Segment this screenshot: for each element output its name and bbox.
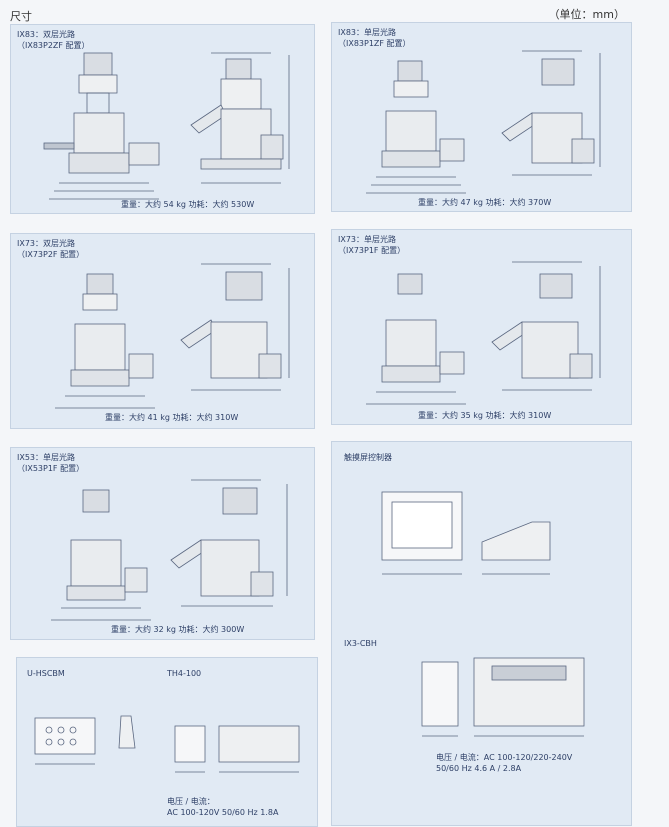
cbh-power-spec: 电压 / 电流：AC 100-120/220-240V 50/60 Hz 4.6…	[436, 753, 573, 773]
front-view-drawing	[356, 266, 476, 416]
panel-title: IX73：单层光路 （IX73P1F 配置）	[338, 235, 406, 255]
side-view-drawing	[492, 43, 612, 193]
side-view-drawing	[181, 45, 301, 195]
hscbm-drawing	[31, 708, 151, 788]
front-view-drawing	[41, 484, 161, 634]
panel-title: 触摸屏控制器	[344, 453, 392, 462]
spec-text: 重量：大约 41 kg 功耗：大约 310W	[105, 413, 239, 422]
side-view-drawing	[171, 258, 301, 408]
panel-hscbm-th4: U-HSCBM TH4-100 电压 / 电流： AC 100-120V 50/…	[16, 657, 318, 827]
cbh-title: IX3-CBH	[344, 639, 377, 648]
front-view-drawing	[39, 45, 179, 205]
panel-title: IX53：单层光路 （IX53P1F 配置）	[17, 453, 85, 473]
side-view-drawing	[482, 256, 612, 406]
page-title: 尺寸	[10, 10, 32, 23]
spec-text: 重量：大约 47 kg 功耗：大约 370W	[418, 198, 552, 207]
th4-title: TH4-100	[167, 669, 202, 678]
touch-panel-drawing	[372, 482, 572, 582]
unit-label: （单位：mm）	[548, 8, 625, 21]
spec-text: 重量：大约 35 kg 功耗：大约 310W	[418, 411, 552, 420]
spec-text: 重量：大约 54 kg 功耗：大约 530W	[121, 200, 255, 209]
front-view-drawing	[356, 53, 476, 203]
panel-ix73-2f: IX73：双层光路 （IX73P2F 配置） 重量：大约 41 kg 功耗：大约…	[10, 233, 315, 429]
panel-ix73-1f: IX73：单层光路 （IX73P1F 配置） 重量：大约 35 kg 功耗：大约…	[331, 229, 632, 425]
hscbm-title: U-HSCBM	[27, 669, 65, 678]
th4-drawing	[167, 718, 317, 788]
spec-text: 重量：大约 32 kg 功耗：大约 300W	[111, 625, 245, 634]
panel-ix83-2f: IX83：双层光路 （IX83P2ZF 配置） 重量：大约 54	[10, 24, 315, 214]
cbh-drawing	[402, 652, 602, 742]
side-view-drawing	[161, 474, 301, 624]
panel-title: IX73：双层光路 （IX73P2F 配置）	[17, 239, 85, 259]
panel-ix83-1f: IX83：单层光路 （IX83P1ZF 配置） 重量：大约 47 kg 功耗：大…	[331, 22, 632, 212]
panel-title: IX83：双层光路 （IX83P2ZF 配置）	[17, 30, 90, 50]
panel-ix53-1f: IX53：单层光路 （IX53P1F 配置） 重量：大约 32 kg 功耗：大约…	[10, 447, 315, 640]
panel-title: IX83：单层光路 （IX83P1ZF 配置）	[338, 28, 411, 48]
panel-touch-and-cbh: 触摸屏控制器 IX3-CBH 电压 / 电流：AC 100-120/220-24…	[331, 441, 632, 826]
front-view-drawing	[45, 268, 165, 418]
th4-power-spec: 电压 / 电流： AC 100-120V 50/60 Hz 1.8A	[167, 797, 279, 817]
